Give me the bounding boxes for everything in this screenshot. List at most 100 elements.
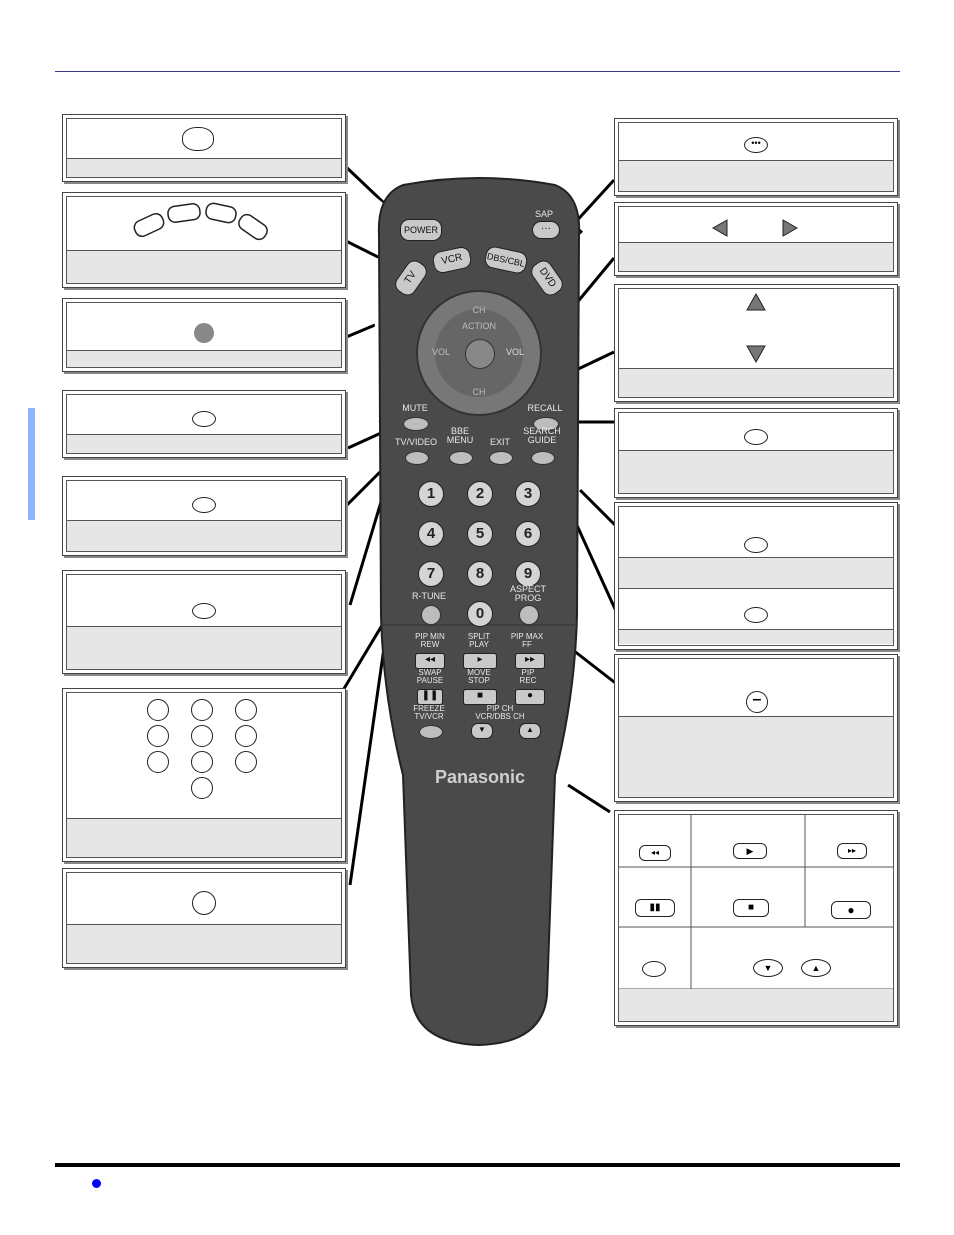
action-box	[62, 298, 346, 372]
r-tune-box	[62, 868, 346, 968]
tv-video-button[interactable]	[405, 451, 429, 465]
power-box	[62, 114, 346, 182]
aspect-prog-label: ASPECT PROG	[509, 584, 546, 603]
number-pad-box	[62, 688, 346, 862]
power-button[interactable]: POWER	[400, 219, 442, 241]
pause-button[interactable]: ❚❚	[417, 689, 443, 705]
vol-right-label: VOL	[505, 347, 524, 357]
action-button[interactable]	[465, 339, 495, 369]
move-stop-label: MOVE STOP	[467, 668, 491, 685]
power-oval-icon	[182, 127, 214, 151]
menu-box	[62, 570, 346, 674]
footer-rule	[55, 1163, 900, 1167]
mute-label: MUTE	[402, 403, 428, 413]
rew-button[interactable]: ◂◂	[415, 653, 445, 669]
oval-button-icon	[192, 411, 216, 427]
left-arrow-icon	[711, 219, 728, 237]
sap-box: •••	[614, 118, 898, 196]
mute-button[interactable]	[403, 417, 429, 431]
right-arrow-icon	[782, 219, 799, 237]
swap-pause-label: SWAP PAUSE	[416, 668, 444, 685]
bullet-icon	[92, 1179, 101, 1188]
up-arrow-button-icon: ▲	[801, 959, 831, 977]
fast-forward-icon: ▸▸	[837, 843, 867, 859]
digit-button-2[interactable]: 2	[467, 481, 493, 507]
recall-button[interactable]	[533, 417, 559, 431]
digit-button-9[interactable]: 9	[515, 561, 541, 587]
digit-button-8[interactable]: 8	[467, 561, 493, 587]
digit-button-7[interactable]: 7	[418, 561, 444, 587]
mute-box	[62, 390, 346, 458]
oval-button-icon	[744, 537, 768, 553]
ch-bottom-label: CH	[472, 387, 486, 397]
pause-icon: ▮▮	[635, 899, 675, 917]
recall-box	[614, 408, 898, 498]
ellipsis-button-icon: •••	[744, 137, 768, 153]
pip-ch-down-button[interactable]: ▼	[471, 723, 493, 739]
number-pad-icon	[147, 699, 259, 803]
remote-control: POWER POWER SAP ··· TV VCR DBS/CBL DVD C…	[375, 175, 583, 1047]
oval-button-icon	[744, 429, 768, 445]
play-button[interactable]: ▸	[463, 653, 497, 669]
rec-button[interactable]: ●	[515, 689, 545, 705]
mode-buttons-icon	[133, 202, 268, 241]
exit-label: EXIT	[489, 437, 510, 447]
freeze-button[interactable]	[419, 725, 443, 739]
pip-ch-up-button[interactable]: ▲	[519, 723, 541, 739]
recall-label: RECALL	[527, 403, 563, 413]
play-icon: ▶	[733, 843, 767, 859]
bbe-menu-label: BBE MENU	[446, 426, 474, 445]
tv-video-label: TV/VIDEO	[394, 437, 437, 447]
rewind-icon: ◂◂	[639, 845, 671, 861]
mode-box	[62, 192, 346, 288]
ch-top-label: CH	[472, 305, 486, 315]
r-tune-button[interactable]	[421, 605, 441, 625]
pip-min-rew-label: PIP MIN REW	[415, 632, 445, 649]
search-guide-label: SEARCH GUIDE	[523, 426, 561, 445]
pip-ch-vcrdbs-label: PIP CH VCR/DBS CH	[475, 704, 525, 721]
down-arrow-button-icon: ▼	[753, 959, 783, 977]
sap-label: SAP	[534, 209, 553, 219]
search-guide-button[interactable]	[531, 451, 555, 465]
transport-box: ◂◂ ▶ ▸▸ ▮▮ ■ ● ▼ ▲	[614, 810, 898, 1026]
header-rule	[55, 71, 900, 72]
stop-button[interactable]: ■	[463, 689, 497, 705]
digit-button-0[interactable]: 0	[467, 601, 493, 627]
digit-button-5[interactable]: 5	[467, 521, 493, 547]
exit-button[interactable]	[489, 451, 513, 465]
vol-left-label: VOL	[431, 347, 450, 357]
minus-button-icon: –	[746, 691, 768, 713]
aspect-box: –	[614, 654, 898, 802]
pip-rec-label: PIP REC	[519, 668, 537, 685]
digit-button-4[interactable]: 4	[418, 521, 444, 547]
aspect-prog-button[interactable]	[519, 605, 539, 625]
oval-button-icon	[192, 891, 216, 915]
split-play-label: SPLIT PLAY	[467, 632, 491, 649]
oval-button-icon	[192, 603, 216, 619]
pip-max-ff-label: PIP MAX FF	[510, 632, 544, 649]
record-icon: ●	[831, 901, 871, 919]
digit-button-1[interactable]: 1	[418, 481, 444, 507]
digit-button-3[interactable]: 3	[515, 481, 541, 507]
down-triangle-icon	[746, 345, 766, 363]
oval-button-icon	[642, 961, 666, 977]
side-tab	[28, 408, 35, 520]
oval-button-icon	[192, 497, 216, 513]
action-dot-icon	[194, 323, 214, 343]
bbe-menu-button[interactable]	[449, 451, 473, 465]
oval-button-icon	[744, 607, 768, 623]
sap-button[interactable]: ···	[532, 221, 560, 239]
guide-exit-box	[614, 502, 898, 650]
transport-grid	[619, 815, 893, 1021]
stop-icon: ■	[733, 899, 769, 917]
brand-logo: Panasonic	[434, 767, 526, 787]
action-label: ACTION	[461, 321, 496, 331]
tv-video-box	[62, 476, 346, 556]
ch-box	[614, 284, 898, 402]
freeze-tvvcr-label: FREEZE TV/VCR	[413, 704, 445, 721]
vol-box	[614, 202, 898, 276]
up-triangle-icon	[746, 293, 766, 311]
digit-button-6[interactable]: 6	[515, 521, 541, 547]
ff-button[interactable]: ▸▸	[515, 653, 545, 669]
r-tune-label: R-TUNE	[412, 591, 446, 601]
